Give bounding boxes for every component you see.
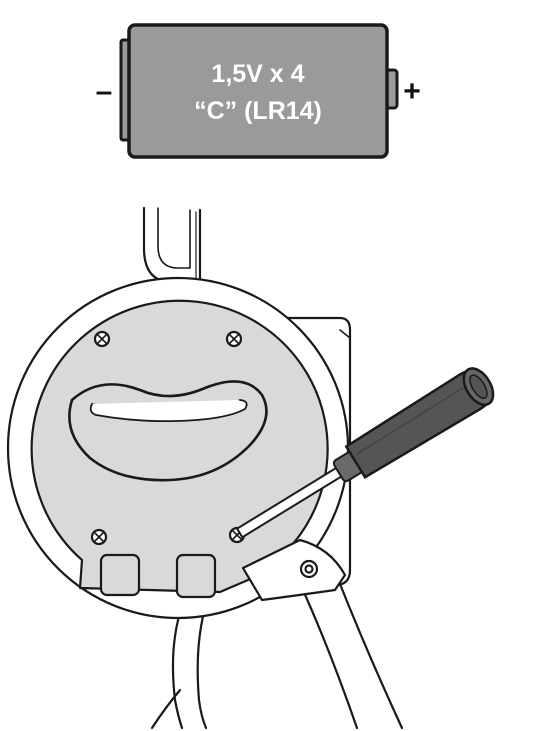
screw-bottom-left	[90, 528, 108, 546]
bottom-tab-right	[175, 553, 217, 599]
battery-label-type: “C” (LR14)	[194, 97, 322, 125]
upper-shaft	[142, 206, 202, 284]
screwdriver	[235, 367, 495, 539]
screw-top-right	[225, 330, 243, 348]
handle-grip	[68, 380, 268, 482]
clamp-bracket	[241, 538, 347, 602]
device	[6, 206, 404, 730]
lower-shaft-right	[300, 572, 404, 730]
battery-body	[127, 23, 389, 159]
battery-negative-sign: –	[96, 75, 113, 108]
battery: 1,5V x 4 “C” (LR14) – +	[96, 23, 421, 159]
battery-positive-sign: +	[403, 75, 421, 108]
battery-label-voltage: 1,5V x 4	[211, 60, 304, 88]
bottom-tab-left	[99, 553, 141, 597]
lower-shaft-left	[150, 596, 210, 730]
screw-top-left	[93, 330, 111, 348]
